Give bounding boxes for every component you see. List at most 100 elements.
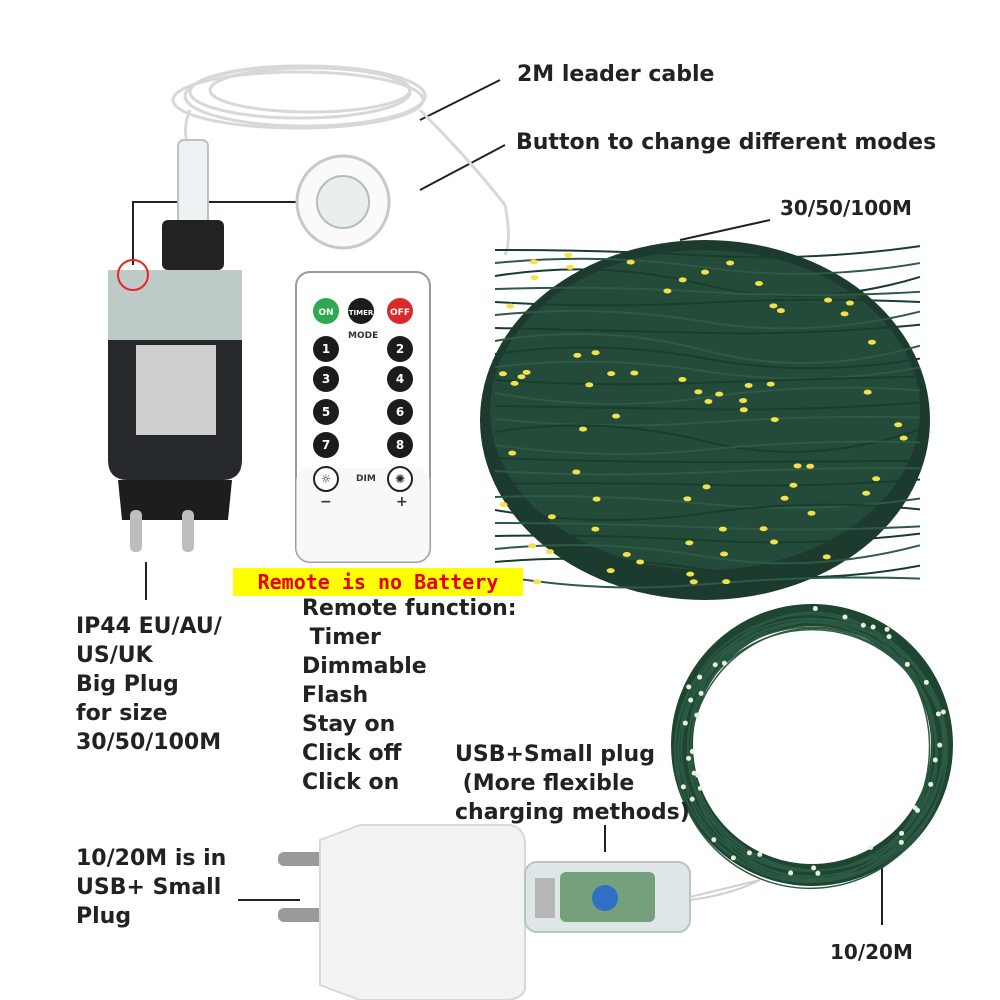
led-bulb bbox=[739, 398, 748, 404]
led-bulb bbox=[607, 371, 616, 377]
remote-button-6[interactable]: 6 bbox=[387, 399, 413, 425]
wire-strand bbox=[494, 544, 921, 565]
led-bulb bbox=[842, 614, 848, 620]
mode-button-highlight bbox=[117, 259, 149, 291]
small-plug-info-line: Plug bbox=[76, 904, 132, 929]
led-bulb bbox=[564, 252, 573, 258]
led-bulb bbox=[529, 259, 538, 265]
led-bulb bbox=[510, 380, 519, 386]
remote-function-item: Click on bbox=[302, 770, 400, 795]
led-bulb bbox=[683, 496, 692, 502]
led-bulb bbox=[689, 796, 695, 802]
big-light-reel bbox=[480, 240, 930, 600]
plug-info-line: IP44 EU/AU/ bbox=[76, 614, 222, 639]
led-bulb bbox=[746, 850, 752, 856]
wire-strand bbox=[494, 286, 921, 297]
remote-button-7[interactable]: 7 bbox=[313, 432, 339, 458]
led-bulb bbox=[591, 350, 600, 356]
led-bulb bbox=[928, 781, 934, 787]
led-bulb bbox=[923, 679, 929, 685]
wire-strand bbox=[494, 298, 921, 307]
remote-dim-down-button[interactable]: ☼ bbox=[313, 466, 339, 492]
cable-connector bbox=[177, 139, 209, 231]
led-bulb bbox=[678, 376, 687, 382]
led-bulb bbox=[715, 391, 724, 397]
led-bulb bbox=[697, 674, 703, 680]
remote-button-1[interactable]: 1 bbox=[313, 336, 339, 362]
led-bulb bbox=[759, 526, 768, 532]
led-bulb bbox=[898, 839, 904, 845]
led-bulb bbox=[932, 757, 938, 763]
led-bulb bbox=[894, 422, 903, 428]
plug-pin-left bbox=[130, 510, 142, 552]
led-bulb bbox=[697, 785, 703, 791]
remote-off-button[interactable]: OFF bbox=[387, 298, 413, 324]
led-bulb bbox=[884, 626, 890, 632]
remote-functions-block: Remote function: Timer Dimmable Flash St… bbox=[302, 594, 517, 797]
led-bulb bbox=[678, 277, 687, 283]
remote-button-2[interactable]: 2 bbox=[387, 336, 413, 362]
led-bulb bbox=[793, 463, 802, 469]
small-reel-length-label: 10/20M bbox=[830, 940, 913, 964]
led-bulb bbox=[769, 303, 778, 309]
small-plug-info-line: 10/20M is in bbox=[76, 846, 227, 871]
remote-mode-label: MODE bbox=[348, 331, 379, 341]
led-bulb bbox=[824, 297, 833, 303]
led-bulb bbox=[630, 370, 639, 376]
led-bulb bbox=[686, 755, 692, 761]
remote-button-4[interactable]: 4 bbox=[387, 366, 413, 392]
led-bulb bbox=[545, 549, 554, 555]
led-bulb bbox=[528, 543, 537, 549]
no-battery-banner: Remote is no Battery bbox=[233, 568, 523, 596]
remote-button-8[interactable]: 8 bbox=[387, 432, 413, 458]
led-bulb bbox=[506, 303, 515, 309]
led-bulb bbox=[757, 851, 763, 857]
remote-timer-button[interactable]: TIMER bbox=[348, 298, 374, 324]
remote-off-label: OFF bbox=[390, 308, 410, 318]
led-bulb bbox=[704, 399, 713, 405]
led-bulb bbox=[686, 684, 692, 690]
led-bulb bbox=[498, 371, 507, 377]
plug-info-line: 30/50/100M bbox=[76, 730, 222, 755]
led-bulb bbox=[770, 539, 779, 545]
led-bulb bbox=[622, 552, 631, 558]
wire-strand bbox=[494, 386, 921, 405]
led-bulb bbox=[522, 369, 531, 375]
remote-button-5[interactable]: 5 bbox=[313, 399, 339, 425]
remote-function-item: Stay on bbox=[302, 712, 396, 737]
led-bulb bbox=[807, 510, 816, 516]
button-modes-label: Button to change different modes bbox=[516, 130, 937, 155]
remote-dim-up-button[interactable]: ✺ bbox=[387, 466, 413, 492]
wire-strand bbox=[678, 617, 945, 877]
led-bulb bbox=[688, 697, 694, 703]
callout-line-plug bbox=[132, 201, 300, 265]
led-bulb bbox=[547, 514, 556, 520]
led-bulb bbox=[811, 865, 817, 871]
remote-on-button[interactable]: ON bbox=[313, 298, 339, 324]
remote-button-3[interactable]: 3 bbox=[313, 366, 339, 392]
led-bulb bbox=[606, 568, 615, 574]
remote-dim-label: DIM bbox=[356, 474, 376, 484]
led-bulb bbox=[720, 551, 729, 557]
led-bulb bbox=[872, 476, 881, 482]
led-bulb bbox=[721, 660, 727, 666]
led-bulb bbox=[770, 417, 779, 423]
wire-strand bbox=[494, 457, 921, 464]
led-bulb bbox=[863, 389, 872, 395]
remote-functions-title: Remote function: bbox=[302, 596, 517, 621]
wire-strand bbox=[494, 424, 921, 453]
plug-pin-right bbox=[182, 510, 194, 552]
led-bulb bbox=[840, 311, 849, 317]
led-bulb bbox=[886, 634, 892, 640]
led-bulb bbox=[694, 712, 700, 718]
wire-strand bbox=[689, 627, 939, 882]
wire-strand bbox=[494, 532, 921, 544]
usb-info-line: charging methods) bbox=[455, 800, 690, 825]
led-bulb bbox=[904, 661, 910, 667]
usb-info-line: USB+Small plug bbox=[455, 742, 655, 767]
led-bulb bbox=[860, 622, 866, 628]
led-bulb bbox=[702, 484, 711, 490]
plug-info-line: for size bbox=[76, 701, 168, 726]
wire-strand bbox=[494, 415, 921, 427]
small-light-reel bbox=[671, 604, 953, 901]
